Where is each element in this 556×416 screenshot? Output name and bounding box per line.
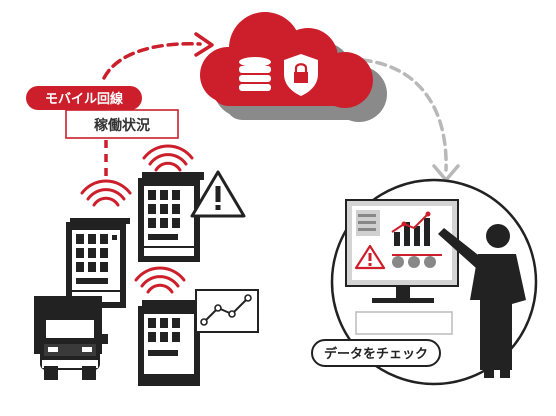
keyboard-icon bbox=[355, 311, 453, 335]
person-icon bbox=[438, 224, 526, 378]
wifi-icon bbox=[134, 266, 186, 294]
wifi-icon bbox=[142, 144, 194, 172]
warning-icon bbox=[354, 244, 386, 270]
shield-lock-icon bbox=[284, 54, 318, 96]
cloud-icon bbox=[200, 12, 387, 122]
monitor-icon bbox=[345, 199, 459, 303]
line-graph-icon bbox=[195, 289, 259, 333]
vending-machine-icon bbox=[138, 172, 204, 262]
mobile-line-text: モバイル回線 bbox=[45, 91, 124, 107]
vending-machine-icon bbox=[138, 300, 204, 386]
check-data-label: データをチェック bbox=[311, 339, 441, 367]
wifi-icon bbox=[80, 179, 132, 207]
vending-machine-icon bbox=[66, 218, 130, 308]
warning-icon bbox=[190, 170, 246, 218]
database-icon bbox=[239, 57, 271, 91]
red-dashed-arrow bbox=[102, 32, 214, 80]
monitoring-scene: データをチェック bbox=[311, 178, 538, 386]
operation-status-label: 稼働状況 bbox=[65, 109, 179, 139]
operation-status-text: 稼働状況 bbox=[94, 117, 150, 134]
bar-chart-icon bbox=[394, 218, 430, 246]
truck-icon bbox=[34, 296, 108, 380]
check-data-text: データをチェック bbox=[324, 346, 428, 362]
mobile-line-label: モバイル回線 bbox=[26, 86, 142, 110]
